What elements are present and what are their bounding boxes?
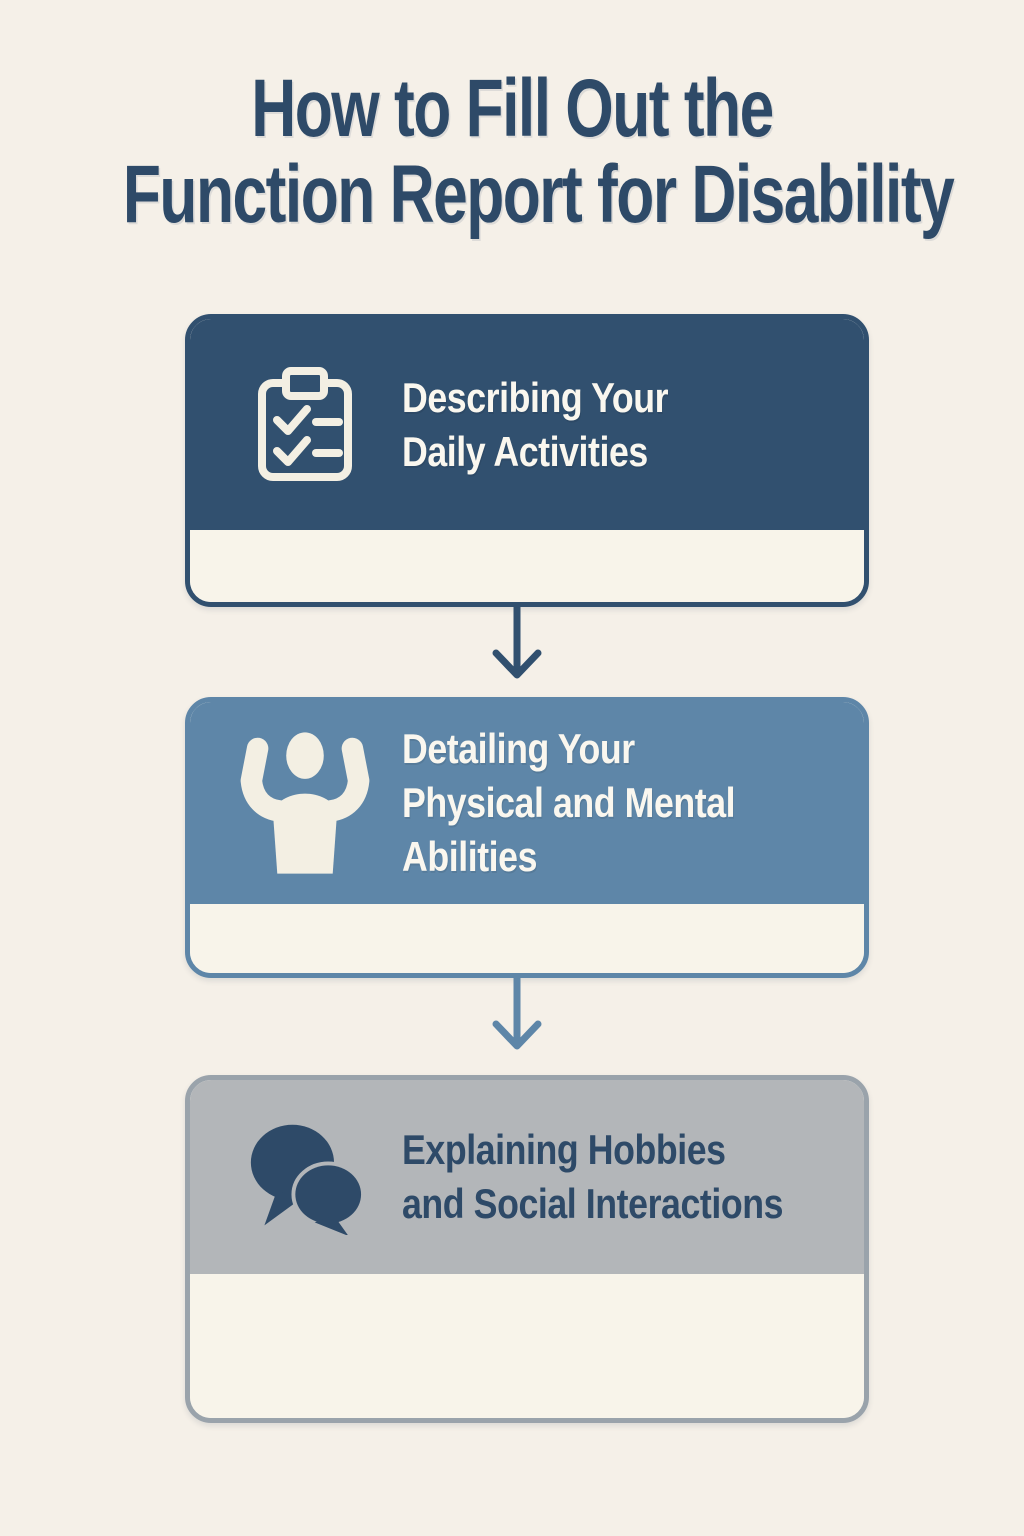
step-label-line: and Social Interactions xyxy=(402,1180,784,1227)
step-card-hobbies-social-interactions: Explaining Hobbies and Social Interactio… xyxy=(185,1075,869,1423)
step-card-physical-mental-abilities: Detailing Your Physical and Mental Abili… xyxy=(185,697,869,978)
step-card-physical-mental-abilities-header: Detailing Your Physical and Mental Abili… xyxy=(190,702,864,904)
step-card-hobbies-social-interactions-notes-area xyxy=(190,1274,864,1418)
page-title-line-2: Function Report for Disability xyxy=(122,149,955,240)
step-card-physical-mental-abilities-label: Detailing Your Physical and Mental Abili… xyxy=(402,722,736,884)
step-label-line: Abilities xyxy=(402,833,538,880)
speech-bubbles-icon xyxy=(230,1119,380,1235)
step-label-line: Physical and Mental xyxy=(402,779,736,826)
step-label-line: Detailing Your xyxy=(402,725,635,772)
step-label-line: Describing Your xyxy=(402,373,669,421)
flexing-arms-icon xyxy=(230,727,380,879)
step-label-line: Daily Activities xyxy=(402,427,648,475)
step-card-daily-activities-notes-area xyxy=(190,530,864,602)
page-title: How to Fill Out the Function Report for … xyxy=(122,63,955,240)
step-card-hobbies-social-interactions-header: Explaining Hobbies and Social Interactio… xyxy=(190,1080,864,1274)
step-label-line: Explaining Hobbies xyxy=(402,1126,726,1173)
flow-arrow-down-icon xyxy=(492,604,542,679)
step-card-physical-mental-abilities-notes-area xyxy=(190,904,864,973)
page-title-line-1: How to Fill Out the xyxy=(251,63,774,154)
step-card-daily-activities: Describing Your Daily Activities xyxy=(185,314,869,607)
clipboard-checklist-icon xyxy=(230,365,380,485)
flow-arrow-down-icon xyxy=(492,975,542,1050)
step-card-daily-activities-header: Describing Your Daily Activities xyxy=(190,319,864,530)
step-card-hobbies-social-interactions-label: Explaining Hobbies and Social Interactio… xyxy=(402,1123,783,1231)
step-card-daily-activities-label: Describing Your Daily Activities xyxy=(402,371,669,479)
